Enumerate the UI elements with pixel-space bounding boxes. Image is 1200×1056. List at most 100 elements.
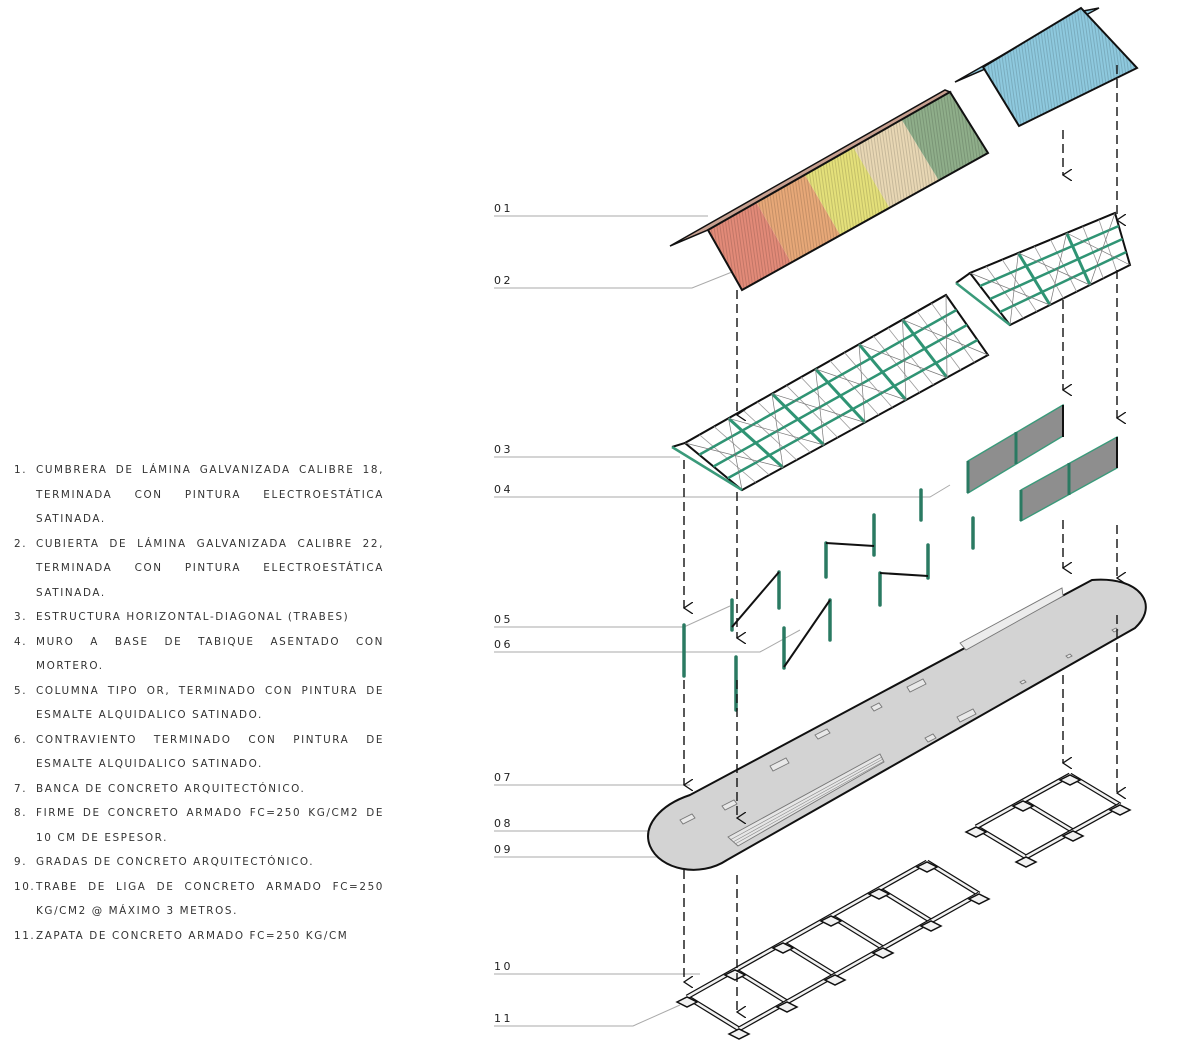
legend-item: 1.Cumbrera de lámina galvanizada calibre… — [14, 458, 384, 532]
legend-item-number: 8. — [14, 807, 28, 819]
concrete-slab — [647, 578, 1147, 871]
footing — [915, 861, 939, 873]
legend-item: 4. Muro a base de tabique asentado con mo… — [14, 630, 384, 679]
callout-label-10: 10 — [494, 960, 513, 973]
legend-item: 10.Trabe de liga de concreto armado fc=2… — [14, 875, 384, 924]
truss-beam — [979, 224, 1120, 288]
legend-item-number: 6. — [14, 733, 28, 746]
legend-item-number: 11. — [14, 929, 36, 942]
footing — [919, 920, 943, 932]
truss-diagonal — [728, 418, 743, 491]
truss-diagonal — [969, 272, 1051, 306]
footing — [1108, 804, 1132, 816]
truss-beam — [727, 338, 979, 480]
legend-item-number: 10. — [14, 880, 36, 893]
roof-panel-texture — [756, 174, 841, 263]
roof-panel-texture — [853, 119, 939, 208]
callout-label-06: 06 — [494, 638, 513, 651]
legend-item-text: Estructura horizontal-diagonal (trabes) — [36, 611, 350, 623]
footing — [1058, 774, 1082, 786]
benches — [679, 627, 1119, 825]
callout-label-02: 02 — [494, 274, 513, 287]
truss-diagonal — [1009, 252, 1019, 326]
cross-brace — [879, 572, 929, 577]
legend-item-text: Firme de concreto armado fc=250 kg/cm2 d… — [36, 807, 384, 844]
legend-item-number: 7. — [14, 782, 28, 795]
callout-label-07: 07 — [494, 771, 513, 784]
cross-brace — [783, 599, 831, 668]
truss-diagonal — [1066, 232, 1131, 266]
truss-diagonal — [858, 344, 866, 423]
legend-item-number: 9. — [14, 856, 28, 868]
truss-diagonal — [945, 294, 948, 378]
callout-leader-line — [494, 484, 951, 498]
slab-outline — [647, 578, 1147, 871]
footing — [771, 942, 795, 954]
legend-item: 11.Zapata de concreto armado fc=250 kg/c… — [14, 924, 384, 949]
legend-item: 6. Contraviento terminado con pintura de … — [14, 728, 384, 777]
truss-beam — [989, 237, 1124, 301]
truss-diagonal — [815, 368, 907, 401]
legend-item-number: 3. — [14, 611, 28, 623]
footing — [775, 1001, 799, 1013]
legend-item: 7. Banca de concreto arquitectónico. — [14, 777, 384, 802]
bench-long — [959, 587, 1064, 651]
main-roof-outline — [706, 90, 990, 292]
footing — [823, 974, 847, 986]
explode-arrows — [684, 65, 1117, 1012]
callout-leader-line — [494, 629, 801, 653]
legend-item-text: Contraviento terminado con pintura de es… — [36, 733, 384, 771]
main-roof-truss — [671, 293, 990, 492]
legend-list: 1.Cumbrera de lámina galvanizada calibre… — [14, 458, 384, 948]
tie-beam-fill — [738, 892, 980, 1031]
legend-item: 3. Estructura horizontal-diagonal (trabes… — [14, 605, 384, 630]
legend-item-text: Muro a base de tabique asentado con mort… — [36, 635, 384, 673]
footing — [1014, 856, 1038, 868]
callout-label-04: 04 — [494, 483, 513, 496]
callout-label-05: 05 — [494, 613, 513, 626]
roof-panel-texture — [901, 92, 988, 181]
legend-item: 2.Cubierta de lámina galvanizada calibre… — [14, 532, 384, 606]
brick-walls — [966, 403, 1118, 523]
footing — [723, 969, 747, 981]
truss-edge — [671, 445, 743, 492]
legend-item-text: Gradas de concreto arquitectónico. — [36, 856, 315, 868]
footing — [727, 1028, 751, 1040]
footing — [819, 915, 843, 927]
footing — [1011, 800, 1035, 812]
truss-diagonal — [1018, 252, 1091, 286]
footing — [964, 826, 988, 838]
footing — [867, 888, 891, 900]
tie-beam-fill — [686, 860, 928, 999]
callout-leader-line — [494, 1004, 681, 1027]
callout-label-08: 08 — [494, 817, 513, 830]
truss-diagonal — [771, 393, 866, 423]
legend-item-text: Zapata de concreto armado fc=250 kg/cm — [36, 929, 349, 942]
foundation-grid — [675, 772, 1132, 1040]
truss-diagonal — [771, 393, 784, 468]
legend-item-number: 4. — [14, 635, 28, 648]
truss-diagonal — [1089, 212, 1116, 286]
legend-item-number: 1. — [14, 464, 28, 476]
truss-beam — [712, 323, 968, 468]
truss-diagonal — [684, 442, 784, 468]
truss-diagonal — [902, 319, 989, 356]
footing — [967, 893, 991, 905]
footing — [1061, 830, 1085, 842]
truss-diagonal — [815, 368, 825, 446]
footing — [675, 996, 699, 1008]
legend-item: 5.Columna tipo OR, terminado con pintura… — [14, 679, 384, 728]
legend-item-text: Banca de concreto arquitectónico. — [36, 782, 306, 795]
cross-brace — [825, 542, 875, 547]
truss-diagonal — [1049, 232, 1068, 306]
truss-frame — [968, 211, 1132, 327]
roof-panel-texture — [804, 147, 890, 236]
columns-and-braces — [682, 488, 975, 712]
truss-diagonal — [902, 319, 907, 401]
legend-item: 9. Gradas de concreto arquitectónico. — [14, 850, 384, 875]
cross-brace — [731, 571, 780, 628]
roof-panel-texture — [708, 202, 792, 290]
callout-label-09: 09 — [494, 843, 513, 856]
